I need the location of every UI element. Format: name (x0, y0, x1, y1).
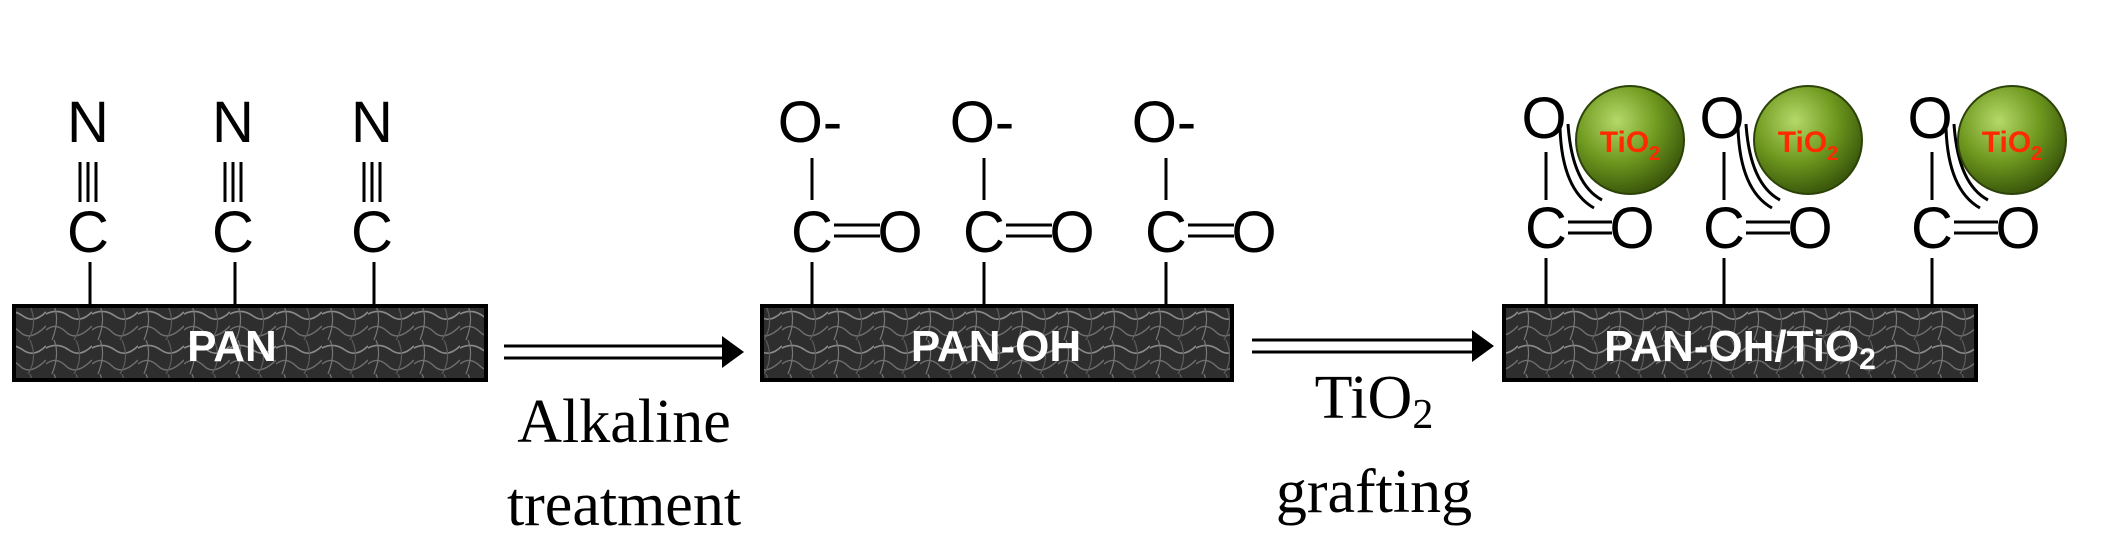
oxygen-atom: O (1609, 196, 1654, 261)
pan-oh-substrate-label: PAN-OH (911, 322, 1081, 371)
carbon-atom: C (1703, 196, 1745, 261)
carbon-atom: C (791, 200, 833, 265)
carboxylate-group: O- C O (1132, 90, 1277, 306)
carbon-atom: C (1145, 200, 1187, 265)
carbon-atom: C (1911, 196, 1953, 261)
pan-substrate-label: PAN (187, 322, 277, 371)
carbon-atom: C (212, 200, 254, 265)
oxygen-atom: O (1049, 200, 1094, 265)
grafted-carboxylate-group: O C O TiO2 (1699, 85, 1863, 306)
tio2-nanoparticle: TiO2 (1753, 85, 1863, 195)
oxygen-atom: O (1699, 86, 1744, 151)
tio2-grafting-arrow (1252, 330, 1494, 362)
alkaline-treatment-arrow (504, 336, 744, 368)
oxygen-atom: O (1521, 86, 1566, 151)
pan-oh-tio2-panel: O C O TiO2 O C O TiO2 (1502, 85, 2067, 382)
pan-oh-tio2-substrate-label: PAN-OH/TiO2 (1604, 322, 1876, 376)
carbon-atom: C (67, 200, 109, 265)
nitrile-group: N C (351, 90, 393, 306)
step1-line2: treatment (507, 471, 741, 539)
nitrile-group: N C (67, 90, 109, 306)
oxygen-atom: O (1787, 196, 1832, 261)
oxygen-anion: O- (778, 90, 842, 155)
tio2-particle-label: TiO2 (1982, 126, 2043, 165)
oxygen-atom: O (1995, 196, 2040, 261)
nitrogen-atom: N (67, 90, 109, 155)
carbon-atom: C (963, 200, 1005, 265)
tio2-nanoparticle: TiO2 (1575, 85, 1685, 195)
pan-panel: N C N C N C PAN (12, 90, 488, 382)
nitrogen-atom: N (351, 90, 393, 155)
oxygen-atom: O (1907, 86, 1952, 151)
pan-substrate (12, 304, 488, 382)
grafted-carboxylate-group: O C O TiO2 (1907, 85, 2067, 306)
step2-line2: grafting (1276, 458, 1472, 526)
pan-oh-tio2-substrate (1502, 304, 1978, 382)
oxygen-atom: O (1231, 200, 1276, 265)
carboxylate-group: O- C O (778, 90, 923, 306)
tio2-nanoparticle: TiO2 (1957, 85, 2067, 195)
tio2-particle-label: TiO2 (1600, 126, 1661, 165)
step2-line1: TiO2 (1315, 364, 1434, 438)
oxygen-anion: O- (1132, 90, 1196, 155)
carboxylate-group: O- C O (950, 90, 1095, 306)
carbon-atom: C (351, 200, 393, 265)
tio2-particle-label: TiO2 (1778, 126, 1839, 165)
pan-oh-substrate (760, 304, 1234, 382)
oxygen-anion: O- (950, 90, 1014, 155)
carbon-atom: C (1525, 196, 1567, 261)
pan-oh-panel: O- C O O- C O O- C O PAN-OH (760, 90, 1277, 382)
nitrile-group: N C (212, 90, 254, 306)
grafted-carboxylate-group: O C O TiO2 (1521, 85, 1685, 306)
step1-line1: Alkaline (517, 388, 731, 456)
oxygen-atom: O (877, 200, 922, 265)
nitrogen-atom: N (212, 90, 254, 155)
